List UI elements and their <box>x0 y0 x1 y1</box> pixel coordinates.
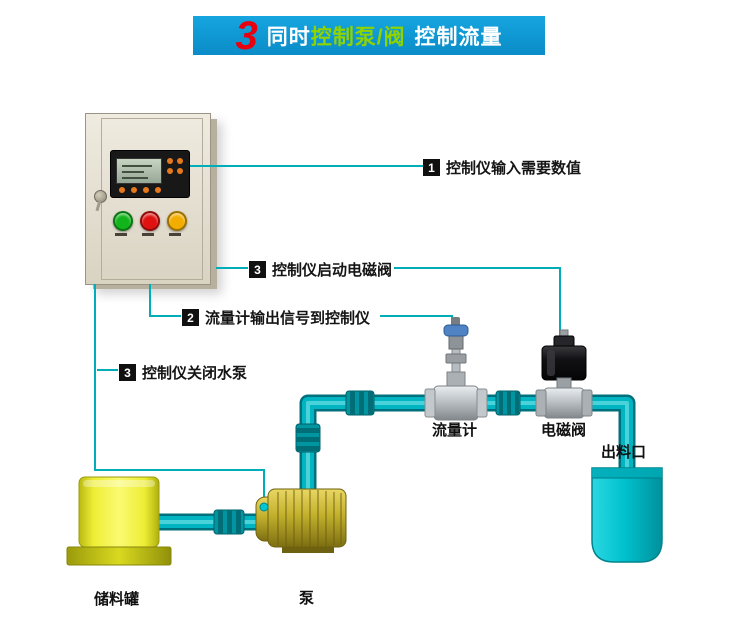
pump-signal-dot <box>259 502 269 512</box>
display-button-icon <box>119 187 125 193</box>
door-lock-icon <box>94 190 107 203</box>
callout-2-badge: 2 <box>182 309 199 326</box>
lcd-screen <box>116 158 162 184</box>
solenoid-valve <box>535 329 593 419</box>
callout-3a: 3 控制仪启动电磁阀 <box>249 259 392 280</box>
lcd-line <box>122 165 152 167</box>
line-callout2-to-flowmeter <box>380 315 453 332</box>
display-button-icon <box>177 168 183 174</box>
pump <box>255 488 347 553</box>
callout-3b-text: 控制仪关闭水泵 <box>142 365 248 382</box>
callout-3a-badge: 3 <box>249 261 266 278</box>
controller-cabinet <box>85 113 211 285</box>
display-button-icon <box>167 168 173 174</box>
valve-coil <box>541 345 587 381</box>
red-button-icon <box>140 211 160 231</box>
button-label-mark <box>142 233 154 236</box>
storage-tank <box>66 476 172 566</box>
yellow-button-icon <box>167 211 187 231</box>
display-button-icon <box>131 187 137 193</box>
flowmeter-label: 流量计 <box>432 422 478 439</box>
flow-meter-sensor-cap <box>443 324 469 337</box>
green-button-icon <box>113 211 133 231</box>
outlet-container <box>591 467 663 563</box>
line-cabinet-to-callout2 <box>149 284 181 317</box>
line-callout3a-to-valve <box>394 267 561 340</box>
title-banner: 3 同时 控制泵/阀 控制流量 <box>193 13 545 58</box>
controller-display <box>110 150 190 198</box>
tank-label: 储料罐 <box>94 591 140 608</box>
button-label-mark <box>169 233 181 236</box>
lcd-line <box>122 171 144 173</box>
banner-text-3: 控制流量 <box>414 25 503 49</box>
pump-label: 泵 <box>299 590 315 607</box>
callout-3b-badge: 3 <box>119 364 136 381</box>
callout-1-badge: 1 <box>423 159 440 176</box>
callout-2-text: 流量计输出信号到控制仪 <box>205 310 371 327</box>
callout-3b: 3 控制仪关闭水泵 <box>119 362 247 383</box>
callout-2: 2 流量计输出信号到控制仪 <box>182 307 370 328</box>
display-button-icon <box>167 158 173 164</box>
button-label-mark <box>115 233 127 236</box>
display-button-icon <box>177 158 183 164</box>
banner-text-1: 同时 <box>266 25 311 49</box>
outlet-label: 出料口 <box>601 444 647 461</box>
banner-text-2: 控制泵/阀 <box>310 25 406 49</box>
display-button-icon <box>143 187 149 193</box>
flow-meter <box>424 317 488 421</box>
lcd-line <box>122 177 148 179</box>
banner-step-number: 3 <box>235 13 258 58</box>
pipe-couplings <box>213 390 521 535</box>
valve-label: 电磁阀 <box>541 422 587 439</box>
callout-1-text: 控制仪输入需要数值 <box>446 160 582 177</box>
display-button-icon <box>155 187 161 193</box>
callout-3a-text: 控制仪启动电磁阀 <box>272 262 393 279</box>
callout-1: 1 控制仪输入需要数值 <box>423 157 581 178</box>
cabinet-door <box>101 118 203 280</box>
